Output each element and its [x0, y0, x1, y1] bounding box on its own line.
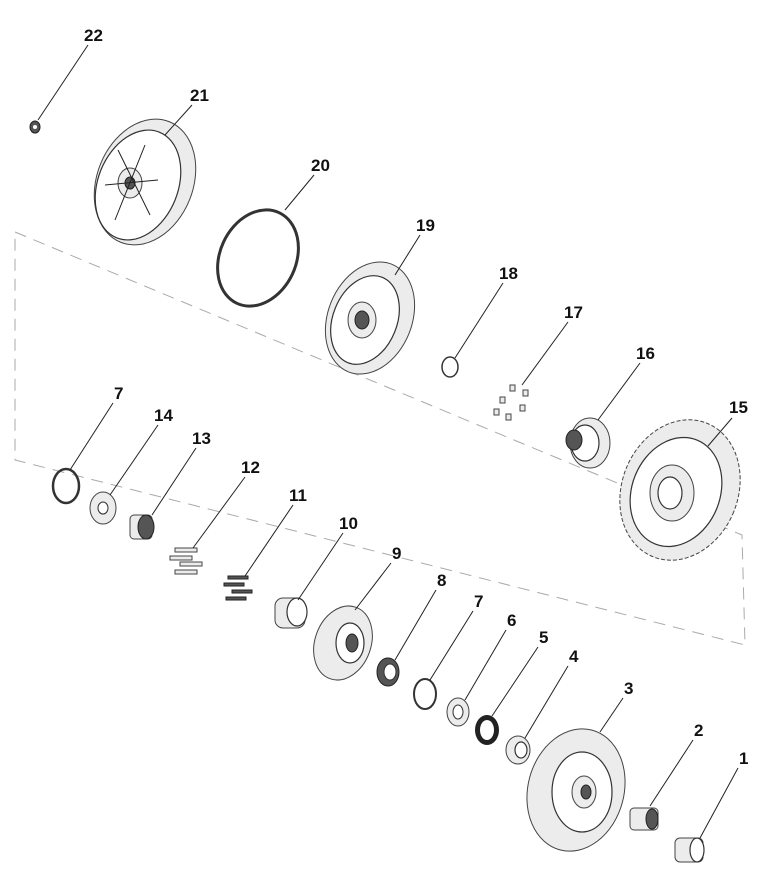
callout-20: 20 [311, 156, 330, 175]
part-17-bolts [493, 384, 529, 421]
part-4-bushing [505, 735, 531, 765]
callout-9: 9 [392, 544, 401, 563]
callout-1: 1 [739, 749, 748, 768]
part-13-bearing [129, 514, 155, 540]
callout-4: 4 [569, 647, 579, 666]
callout-5: 5 [539, 628, 548, 647]
part-5-seal [475, 715, 499, 745]
part-6-washer [446, 697, 470, 727]
part-22-nut [29, 120, 41, 134]
part-9-stator [313, 605, 373, 681]
part-21-cover [93, 118, 197, 246]
callout-3: 3 [624, 679, 633, 698]
part-18-ring [441, 356, 459, 378]
callout-16: 16 [636, 344, 655, 363]
callout-10: 10 [339, 514, 358, 533]
callout-18: 18 [499, 264, 518, 283]
part-2-hub [629, 807, 659, 831]
callout-17: 17 [564, 303, 583, 322]
part-11-sprags [223, 575, 253, 601]
callout-8: 8 [437, 571, 446, 590]
part-1-pilot [674, 837, 705, 863]
callout-2: 2 [694, 721, 703, 740]
part-3-impeller [526, 728, 626, 852]
part-20-o-ring [216, 208, 300, 308]
part-19-piston [324, 261, 416, 375]
part-14-washer [89, 491, 117, 525]
callout-21: 21 [190, 86, 209, 105]
callout-labels: 22 21 20 19 18 17 16 15 7 14 13 12 11 10… [84, 26, 748, 768]
callout-14: 14 [154, 406, 173, 425]
callout-15: 15 [729, 398, 748, 417]
part-7-snap-ring-2 [413, 678, 437, 710]
callout-7-left: 7 [114, 384, 123, 403]
part-7-snap-ring [51, 467, 81, 505]
part-15-clutch-plate [619, 419, 741, 561]
callout-11: 11 [289, 486, 307, 505]
part-10-cam [274, 597, 308, 629]
callout-12: 12 [241, 458, 260, 477]
callout-22: 22 [84, 26, 103, 45]
callout-6: 6 [507, 611, 516, 630]
subassembly-boundary [14, 231, 746, 646]
callout-7-right: 7 [474, 592, 483, 611]
part-16-hub [565, 417, 611, 469]
callout-13: 13 [192, 429, 211, 448]
callout-19: 19 [416, 216, 435, 235]
part-12-springs [169, 547, 203, 575]
part-8-bearing [376, 657, 400, 687]
leader-lines [37, 44, 739, 839]
